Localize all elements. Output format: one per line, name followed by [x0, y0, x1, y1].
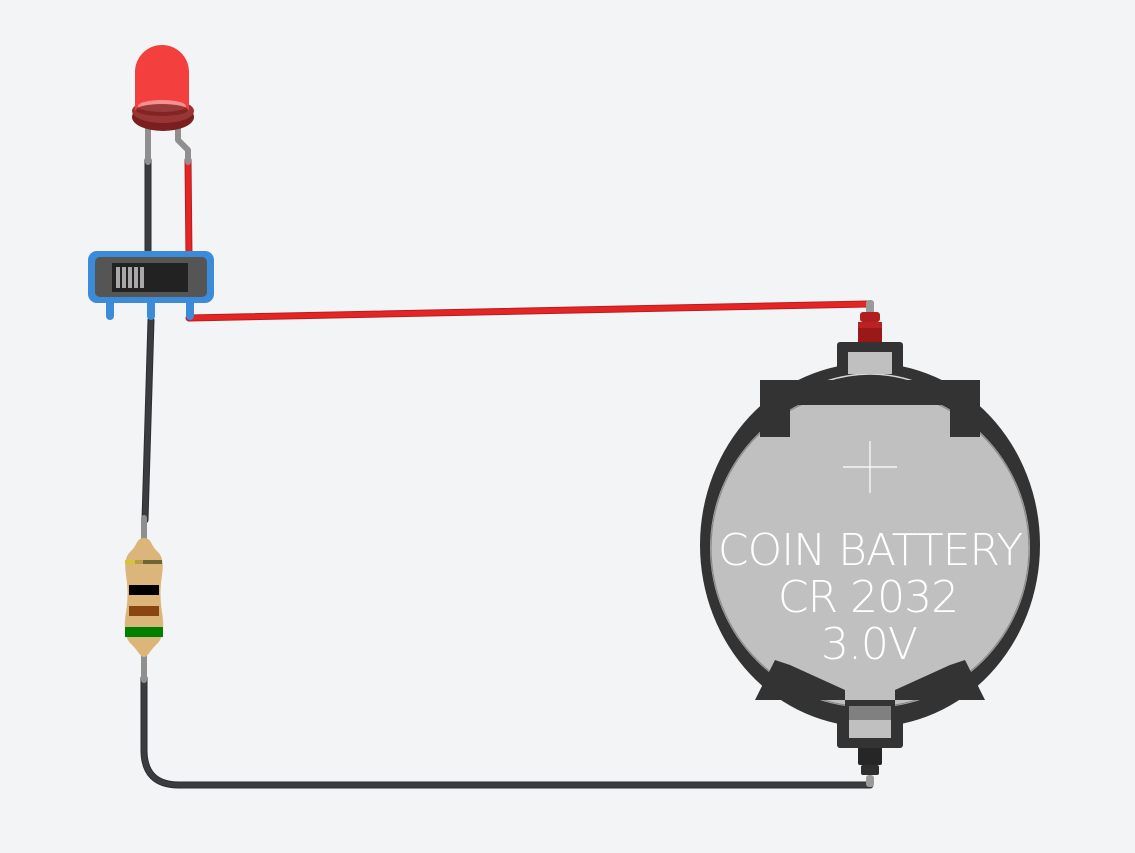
battery-negative-terminal[interactable] — [858, 745, 882, 787]
led-dome-shadow — [136, 104, 188, 116]
battery-positive-terminal[interactable] — [858, 300, 882, 344]
switch-handle[interactable] — [116, 267, 144, 288]
resistor-band-1-dark — [143, 560, 162, 564]
wire-switch-to-resistor[interactable] — [141, 316, 155, 524]
led-dome — [135, 45, 189, 110]
slide-switch[interactable] — [88, 251, 214, 320]
wires — [140, 156, 874, 789]
resistor-body — [124, 538, 164, 657]
resistor-band-4 — [125, 627, 163, 637]
wire-led-anode-to-switch[interactable] — [184, 156, 193, 262]
resistor-band-3 — [129, 606, 159, 616]
led[interactable] — [132, 45, 194, 165]
resistor-band-1-shade — [135, 560, 143, 564]
resistor-band-2 — [129, 585, 159, 595]
led-anode-leg — [175, 122, 191, 165]
wire-resistor-to-battery-negative[interactable] — [140, 674, 874, 789]
plus-icon — [843, 441, 897, 493]
battery-label-line1: COIN BATTERY — [718, 525, 1022, 576]
battery-cell — [710, 352, 1030, 738]
resistor[interactable] — [124, 515, 164, 683]
coin-battery[interactable]: COIN BATTERY CR 2032 3.0V — [700, 300, 1040, 787]
battery-label-line3: 3.0V — [821, 619, 917, 670]
wire-switch-to-battery-positive[interactable] — [185, 300, 872, 322]
battery-label-line2: CR 2032 — [778, 572, 958, 623]
